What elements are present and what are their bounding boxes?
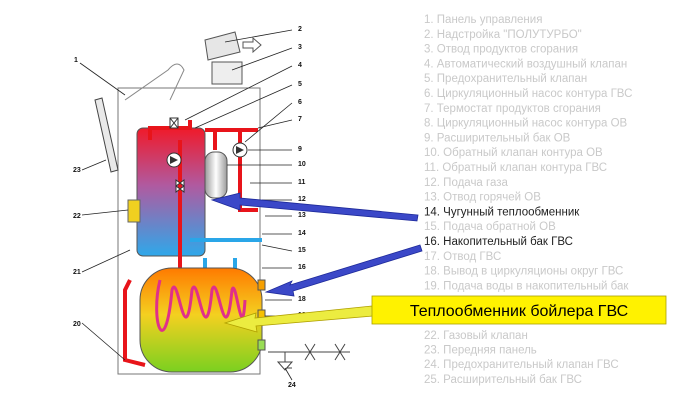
legend-item: 9. Расширительный бак ОВ <box>424 132 571 144</box>
part-number-5: 5 <box>298 81 302 88</box>
part-number-12: 12 <box>298 196 306 203</box>
blue-pointer-arrows <box>210 192 423 297</box>
pump-dhw <box>166 152 182 168</box>
front-panel <box>94 97 119 173</box>
part-number-13: 13 <box>298 212 306 219</box>
part-number-4: 4 <box>298 62 302 69</box>
part-number-21: 21 <box>73 269 81 276</box>
part-number-6: 6 <box>298 99 302 106</box>
legend-item: 15. Подача обратной ОВ <box>424 221 556 233</box>
cast-iron-heat-exchanger <box>136 127 206 257</box>
legend-item: 18. Вывод в циркуляционы округ ГВС <box>424 266 623 278</box>
callout-label: Теплообменник бойлера ГВС <box>410 303 628 320</box>
legend-list: 1. Панель управления 2. Надстройка "ПОЛУТ… <box>424 14 632 386</box>
dhw-safety-valve-group <box>268 343 350 371</box>
polyturbo-module <box>204 31 262 85</box>
pump-heating <box>232 142 248 158</box>
legend-item: 14. Чугунный теплообменник <box>424 206 580 218</box>
leader-lines <box>79 29 293 381</box>
legend-item: 6. Циркуляционный насос контура ГВС <box>424 88 632 100</box>
boiler-coil <box>155 279 247 332</box>
legend-item: 2. Надстройка "ПОЛУТУРБО" <box>424 29 582 41</box>
legend-item: 23. Передняя панель <box>424 345 537 357</box>
legend-item: 22. Газовый клапан <box>424 330 528 342</box>
legend-item: 1. Панель управления <box>424 14 542 26</box>
part-number-24: 24 <box>288 382 296 389</box>
part-number-7: 7 <box>298 116 302 123</box>
part-number-11: 11 <box>298 179 306 186</box>
legend-item: 12. Подача газа <box>424 177 509 189</box>
legend-item: 7. Термостат продуктов сгорания <box>424 103 601 115</box>
legend-item: 5. Предохранительный клапан <box>424 73 587 85</box>
part-number-16: 16 <box>298 264 306 271</box>
part-number-15: 15 <box>298 247 306 254</box>
air-valve <box>169 117 179 129</box>
part-number-22: 22 <box>73 213 81 220</box>
expansion-vessel <box>204 151 228 199</box>
boiler-cabinet <box>117 63 261 375</box>
part-number-9: 9 <box>298 146 302 153</box>
legend-item: 8. Циркуляционный насос контура ОВ <box>424 118 628 130</box>
legend-item: 4. Автоматический воздушный клапан <box>424 58 627 70</box>
dhw-heat-exchanger-callout: Теплообменник бойлера ГВС <box>223 295 667 333</box>
legend-item: 13. Отвод горячей ОВ <box>424 192 541 204</box>
part-number-1: 1 <box>74 57 78 64</box>
part-number-20: 20 <box>73 321 81 328</box>
legend-item: 16. Накопительный бак ГВС <box>424 236 573 248</box>
legend-item: 24. Предохранительный клапан ГВС <box>424 359 619 371</box>
part-number-10: 10 <box>298 161 306 168</box>
legend-item: 17. Отвод ГВС <box>424 251 501 263</box>
part-number-23: 23 <box>73 167 81 174</box>
gas-valve <box>127 199 141 223</box>
part-number-3: 3 <box>298 44 302 51</box>
part-number-14: 14 <box>298 230 306 237</box>
legend-item: 25. Расширительный бак ГВС <box>424 374 582 386</box>
right-connectors <box>257 279 266 351</box>
legend-item: 11. Обратный клапан контура ГВС <box>424 162 607 174</box>
legend-item: 19. Подача воды в накопительный бак <box>424 280 629 292</box>
part-number-2: 2 <box>298 26 302 33</box>
legend-item: 3. Отвод продуктов сгорания <box>424 44 578 56</box>
part-number-18: 18 <box>298 296 306 303</box>
check-valve <box>175 179 185 193</box>
legend-item: 10. Обратный клапан контура ОВ <box>424 147 603 159</box>
